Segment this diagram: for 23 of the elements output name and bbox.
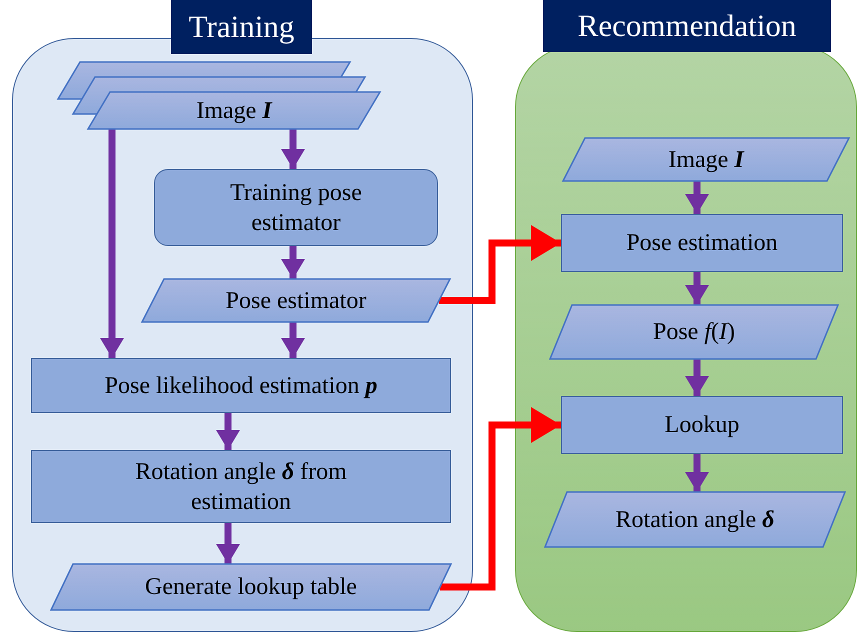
data-parallelogram: Pose estimator — [142, 279, 450, 322]
arrow — [281, 129, 305, 169]
arrow — [439, 225, 561, 304]
panel-title: Training — [171, 0, 312, 54]
arrow — [281, 246, 305, 279]
arrow — [685, 454, 709, 492]
arrow — [685, 272, 709, 305]
arrow — [281, 322, 305, 358]
arrow — [685, 181, 709, 214]
process-box: Lookup — [561, 396, 843, 454]
process-box: Rotation angle δ from estimation — [31, 450, 451, 523]
arrow — [216, 523, 240, 564]
arrow — [440, 407, 561, 590]
data-parallelogram: Generate lookup table — [51, 564, 451, 610]
process-box: Pose likelihood estimation p — [31, 358, 451, 413]
data-parallelogram: Image I — [563, 138, 849, 181]
data-parallelogram: Pose f(I) — [550, 305, 838, 359]
arrow — [685, 359, 709, 396]
panel-title: Recommendation — [543, 0, 831, 52]
rounded-process-box: Training pose estimator — [154, 169, 438, 246]
data-parallelogram: Rotation angle δ — [545, 492, 845, 547]
process-box: Pose estimation — [561, 214, 843, 272]
arrow — [216, 413, 240, 450]
